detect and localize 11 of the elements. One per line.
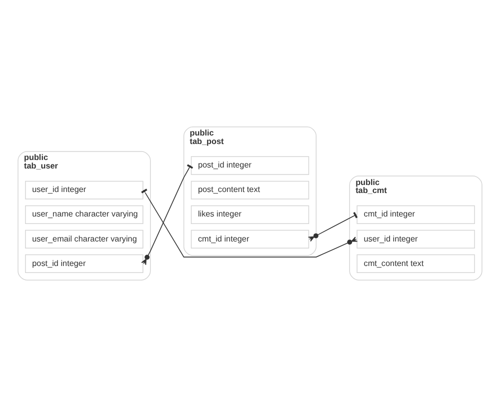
- node-box: post_id integer: [25, 254, 144, 274]
- node-box: user_id integer: [25, 180, 144, 200]
- node-box: post_content text: [190, 180, 310, 200]
- node-box: cmt_id integer: [190, 230, 310, 248]
- node-box: user_id integer: [356, 230, 475, 248]
- node-box: cmt_id integer: [356, 205, 475, 224]
- node-box: cmt_content text: [356, 254, 475, 274]
- node-box: user_name character varying: [25, 205, 144, 224]
- node-box: post_id integer: [190, 156, 310, 175]
- node-box: likes integer: [190, 205, 310, 224]
- node-box: user_email character varying: [25, 230, 144, 248]
